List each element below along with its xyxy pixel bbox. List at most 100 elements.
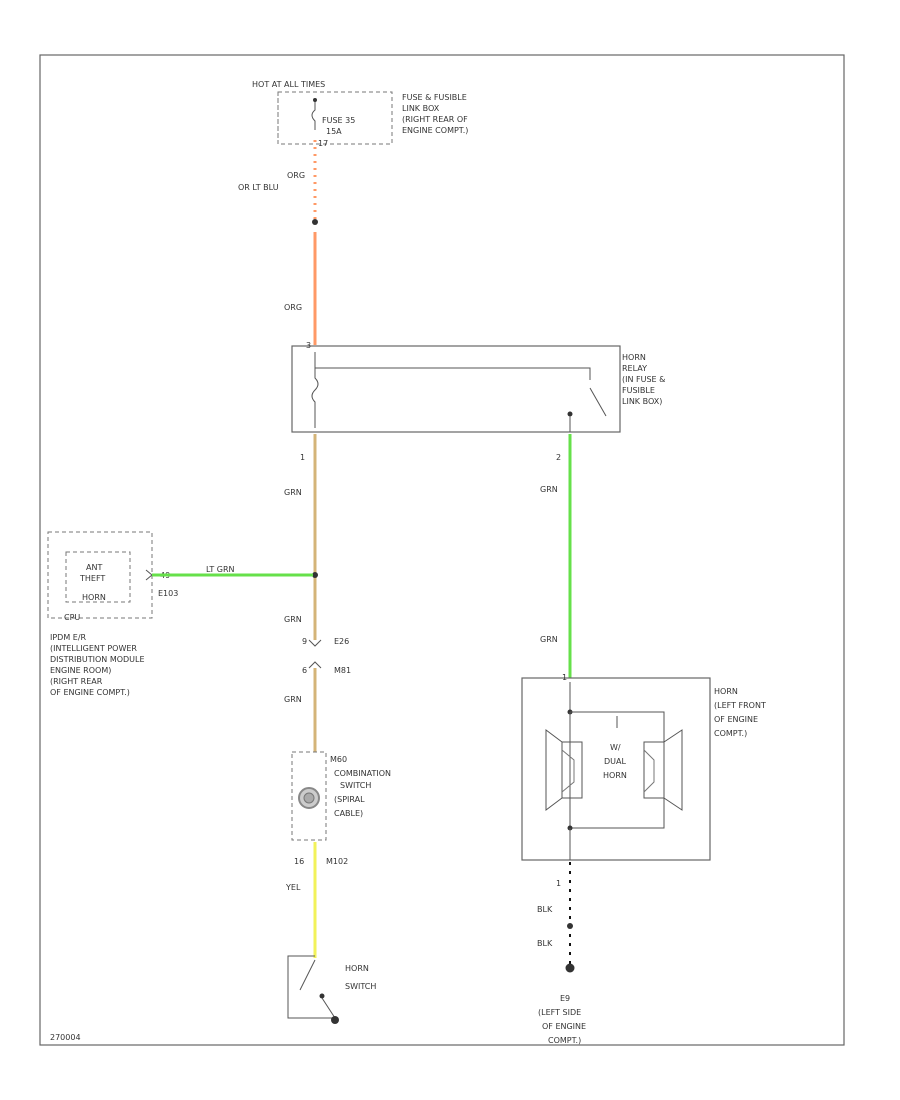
wire-label-yel: YEL bbox=[285, 883, 301, 892]
connector-m81-label: M81 bbox=[334, 666, 351, 675]
connector-pin-9: 9 bbox=[302, 637, 307, 646]
wire-label-orn-top1: ORG bbox=[287, 171, 305, 180]
relay-label-line2: RELAY bbox=[622, 364, 647, 373]
combination-label-line2: SWITCH bbox=[340, 781, 371, 790]
horn-switch-lead bbox=[321, 997, 336, 1019]
wire-label-blk1: BLK bbox=[537, 905, 553, 914]
horn-inner-line2: DUAL bbox=[604, 757, 626, 766]
wire-label-orn-top2: OR LT BLU bbox=[238, 183, 279, 192]
fuse-box-label: FUSE & FUSIBLE LINK BOX (RIGHT REAR OF E… bbox=[402, 93, 468, 135]
horn-switch-arm bbox=[299, 959, 316, 991]
fuse-symbol bbox=[311, 100, 316, 130]
antitheft-cpu: CPU bbox=[64, 613, 80, 622]
antitheft-connector-symbol bbox=[145, 569, 153, 581]
relay-label-line3: (IN FUSE & bbox=[622, 375, 665, 384]
ipdm-label-line1: IPDM E/R bbox=[50, 633, 87, 642]
fuse-box-label-line4: ENGINE COMPT.) bbox=[402, 126, 468, 135]
horn-switch-label-line2: SWITCH bbox=[345, 982, 376, 991]
wire-label-orn-mid: ORG bbox=[284, 303, 302, 312]
relay-label-line5: LINK BOX) bbox=[622, 397, 662, 406]
ipdm-label-line4: ENGINE ROOM) bbox=[50, 666, 111, 675]
fuse-box-label-line3: (RIGHT REAR OF bbox=[402, 115, 468, 124]
fuse-box-label-line1: FUSE & FUSIBLE bbox=[402, 93, 467, 102]
horn-relay-label: HORN RELAY (IN FUSE & FUSIBLE LINK BOX) bbox=[622, 353, 665, 406]
wire-label-lt-grn: LT GRN bbox=[206, 565, 235, 574]
relay-pin-right: 2 bbox=[556, 453, 561, 462]
fuse-top-dot bbox=[313, 98, 317, 102]
horn-speaker-right-icon bbox=[643, 729, 683, 811]
horn-switch-label-line1: HORN bbox=[345, 964, 369, 973]
relay-switch-arm bbox=[589, 387, 607, 417]
horn-internal-loop bbox=[570, 711, 665, 829]
spiral-cable-core bbox=[303, 792, 315, 804]
horn-switch-ground bbox=[331, 1016, 339, 1024]
diagram-code: 270004 bbox=[50, 1033, 81, 1042]
wire-label-grn3: GRN bbox=[284, 695, 302, 704]
combination-label-line1: COMBINATION bbox=[334, 769, 391, 778]
fuse-box-label-line2: LINK BOX bbox=[402, 104, 440, 113]
horn-switch-frame bbox=[287, 955, 335, 1019]
splice-antitheft bbox=[312, 572, 318, 578]
wire-label-right-grn2: GRN bbox=[540, 635, 558, 644]
relay-pin-top: 3 bbox=[306, 341, 311, 350]
combination-connector: M60 bbox=[330, 755, 347, 764]
horn-label-line2: (LEFT FRONT bbox=[714, 701, 766, 710]
fuse-pin: 17 bbox=[318, 139, 328, 148]
horn-label-line3: OF ENGINE bbox=[714, 715, 758, 724]
relay-coil bbox=[314, 352, 591, 380]
ipdm-label-line5: (RIGHT REAR bbox=[50, 677, 103, 686]
combination-label-line3: (SPIRAL bbox=[334, 795, 365, 804]
relay-coil-left bbox=[311, 368, 319, 428]
horn-pin-top: 1 bbox=[562, 673, 567, 682]
horn-label: HORN (LEFT FRONT OF ENGINE COMPT.) bbox=[714, 687, 766, 738]
horn-inner-line1: W/ bbox=[610, 743, 621, 752]
connector-pin-6: 6 bbox=[302, 666, 307, 675]
horn-inner-line3: HORN bbox=[603, 771, 627, 780]
horn-label-line4: COMPT.) bbox=[714, 729, 747, 738]
antitheft-inner-line3: HORN bbox=[82, 593, 106, 602]
horn-switch-contact bbox=[319, 993, 325, 999]
ground-id: E9 bbox=[560, 994, 570, 1003]
wire-label-grn1: GRN bbox=[284, 488, 302, 497]
relay-label-line1: HORN bbox=[622, 353, 646, 362]
ground-label-line2: OF ENGINE bbox=[542, 1022, 586, 1031]
ground-label-line3: COMPT.) bbox=[548, 1036, 581, 1045]
combination-label-line4: CABLE) bbox=[334, 809, 363, 818]
combination-connector-bottom: M102 bbox=[326, 857, 348, 866]
ipdm-label: IPDM E/R (INTELLIGENT POWER DISTRIBUTION… bbox=[50, 633, 145, 697]
diagram-frame bbox=[39, 54, 845, 1046]
ground-label: (LEFT SIDE OF ENGINE COMPT.) bbox=[538, 1008, 586, 1045]
connector-e26-symbol bbox=[308, 639, 322, 647]
splice-black bbox=[567, 923, 573, 929]
wire-label-blk2: BLK bbox=[537, 939, 553, 948]
combination-pin-bottom: 16 bbox=[294, 857, 304, 866]
connector-m81-symbol bbox=[308, 661, 322, 669]
connector-e26-label: E26 bbox=[334, 637, 349, 646]
fuse-box-outline bbox=[277, 91, 393, 145]
fuse-number: FUSE 35 bbox=[322, 116, 355, 125]
ground-point-icon bbox=[565, 963, 575, 973]
horn-box bbox=[521, 677, 711, 861]
antitheft-inner-line1: ANT bbox=[86, 563, 102, 572]
relay-pin-left: 1 bbox=[300, 453, 305, 462]
combination-switch-box bbox=[291, 751, 327, 841]
wire-label-grn2: GRN bbox=[284, 615, 302, 624]
fuse-rating: 15A bbox=[326, 127, 342, 136]
horn-pin-bottom: 1 bbox=[556, 879, 561, 888]
wire-label-right-grn1: GRN bbox=[540, 485, 558, 494]
ipdm-label-line3: DISTRIBUTION MODULE bbox=[50, 655, 145, 664]
antitheft-inner-box bbox=[65, 551, 131, 603]
fuse-header: HOT AT ALL TIMES bbox=[252, 80, 325, 89]
antitheft-connector: E103 bbox=[158, 589, 178, 598]
antitheft-inner-line2: THEFT bbox=[79, 574, 105, 583]
ipdm-label-line6: OF ENGINE COMPT.) bbox=[50, 688, 130, 697]
horn-speaker-left-icon bbox=[545, 729, 583, 811]
horn-relay-box bbox=[291, 345, 621, 433]
horn-label-line1: HORN bbox=[714, 687, 738, 696]
ground-label-line1: (LEFT SIDE bbox=[538, 1008, 581, 1017]
combination-switch-label: COMBINATION SWITCH (SPIRAL CABLE) bbox=[334, 769, 391, 818]
relay-label-line4: FUSIBLE bbox=[622, 386, 655, 395]
relay-switch-contact bbox=[567, 411, 573, 417]
ipdm-label-line2: (INTELLIGENT POWER bbox=[50, 644, 137, 653]
